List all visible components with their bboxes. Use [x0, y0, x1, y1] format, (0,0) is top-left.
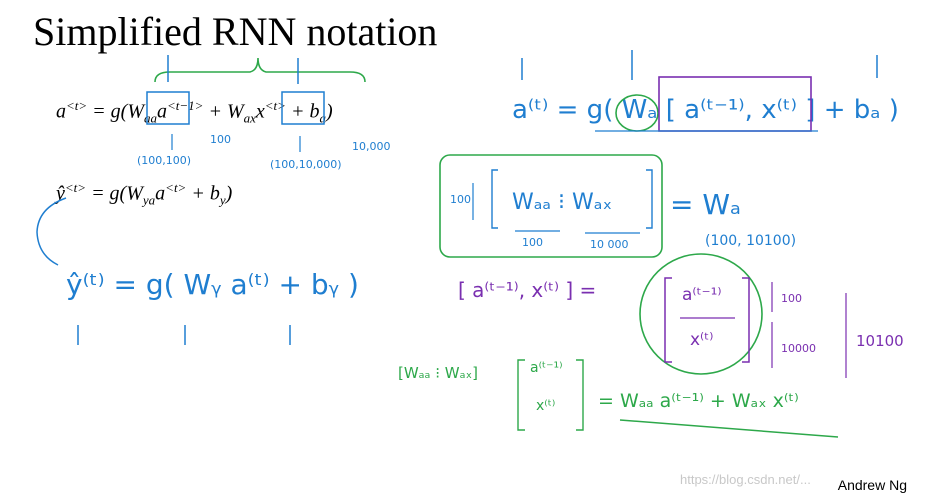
- eq1-lhs: a: [56, 100, 66, 123]
- eq2-tail: + b: [191, 182, 220, 205]
- equation-activation: a<t> = g(Waaa<t−1> + Waxx<t> + ba): [56, 98, 333, 127]
- stack-circle: [639, 253, 763, 375]
- block-dim-wax: 10 000: [590, 238, 629, 251]
- green-underline: [619, 419, 839, 438]
- stack-top: a⁽ᵗ⁻¹⁾: [682, 285, 722, 305]
- block-content: Wₐₐ ⁝ Wₐₓ: [512, 190, 613, 215]
- dim-100-label: 100: [210, 133, 231, 146]
- eq1-x: x: [255, 100, 265, 123]
- dim-10000-label: 10,000: [352, 140, 391, 153]
- block-box: [439, 154, 663, 258]
- block-left-bracket: [491, 169, 498, 229]
- equation-output: ŷ<t> = g(Wyaa<t> + by): [56, 180, 232, 209]
- eq1-waa: W: [127, 100, 144, 123]
- eq2-lhs-sup: <t>: [64, 180, 87, 195]
- eq1-wax-sub: ax: [243, 110, 256, 126]
- eq2-g: = g(W: [91, 182, 143, 205]
- eq2-close: ): [225, 182, 233, 205]
- block-height-label: 100: [450, 193, 471, 206]
- wax-box: [281, 91, 325, 125]
- eq1-x-sup: <t>: [264, 98, 286, 113]
- compressed-activation-equation: a⁽ᵗ⁾ = g( Wₐ [ a⁽ᵗ⁻¹⁾, x⁽ᵗ⁾ ] + bₐ ): [512, 95, 899, 125]
- eq2-a-sup: <t>: [165, 180, 187, 195]
- eq1-g: = g(: [92, 100, 128, 123]
- eq1-plus: +: [208, 100, 222, 123]
- stack-dim-top: 100: [781, 292, 802, 305]
- green-lhs: [Wₐₐ ⁝ Wₐₓ]: [398, 364, 478, 382]
- eq1-close: ): [325, 100, 333, 123]
- block-dim-waa: 100: [522, 236, 543, 249]
- stack-right-bracket: [742, 277, 750, 363]
- stack-dim-bottom: 10000: [781, 342, 816, 355]
- eq2-w-sub: ya: [142, 192, 156, 208]
- eq1-tail: + b: [290, 100, 320, 123]
- eq2-tail-sub: y: [219, 192, 226, 208]
- dim-100-100-label: (100,100): [137, 154, 192, 167]
- author-name: Andrew Ng: [837, 477, 907, 493]
- green-right-bracket: [576, 359, 584, 431]
- watermark: https://blog.csdn.net/...: [680, 472, 811, 487]
- dim-100-10000-label: (100,10,000): [270, 158, 342, 171]
- block-right-bracket: [646, 169, 653, 229]
- stack-lhs: [ a⁽ᵗ⁻¹⁾, x⁽ᵗ⁾ ] =: [458, 278, 597, 302]
- curved-arrow: [36, 197, 67, 266]
- stack-left-bracket: [664, 277, 672, 363]
- waa-box: [146, 91, 190, 125]
- wa-dims: (100, 10100): [705, 233, 797, 249]
- green-left-bracket: [517, 359, 525, 431]
- yhat-handwritten-equation: ŷ⁽ᵗ⁾ = g( Wᵧ a⁽ᵗ⁾ + bᵧ ): [66, 268, 359, 301]
- green-bottom: x⁽ᵗ⁾: [536, 398, 556, 414]
- eq1-wax: W: [226, 100, 244, 123]
- green-brace: [154, 57, 366, 83]
- slide-title: Simplified RNN notation: [33, 9, 438, 54]
- stack-box: [658, 76, 812, 132]
- eq1-a: a: [157, 100, 167, 123]
- eq1-lhs-sup: <t>: [66, 98, 88, 113]
- block-equals-wa: = Wₐ: [670, 188, 742, 221]
- eq1-tail-sub: a: [319, 110, 326, 126]
- wa-circle: [615, 94, 659, 132]
- green-rhs: = Wₐₐ a⁽ᵗ⁻¹⁾ + Wₐₓ x⁽ᵗ⁾: [598, 390, 799, 412]
- green-top: a⁽ᵗ⁻¹⁾: [530, 360, 563, 376]
- stack-bottom: x⁽ᵗ⁾: [690, 330, 714, 350]
- eq1-a-sup: <t−1>: [167, 98, 204, 113]
- eq2-a: a: [155, 182, 166, 205]
- eq2-lhs: ŷ: [56, 182, 65, 205]
- stack-total: 10100: [856, 332, 904, 350]
